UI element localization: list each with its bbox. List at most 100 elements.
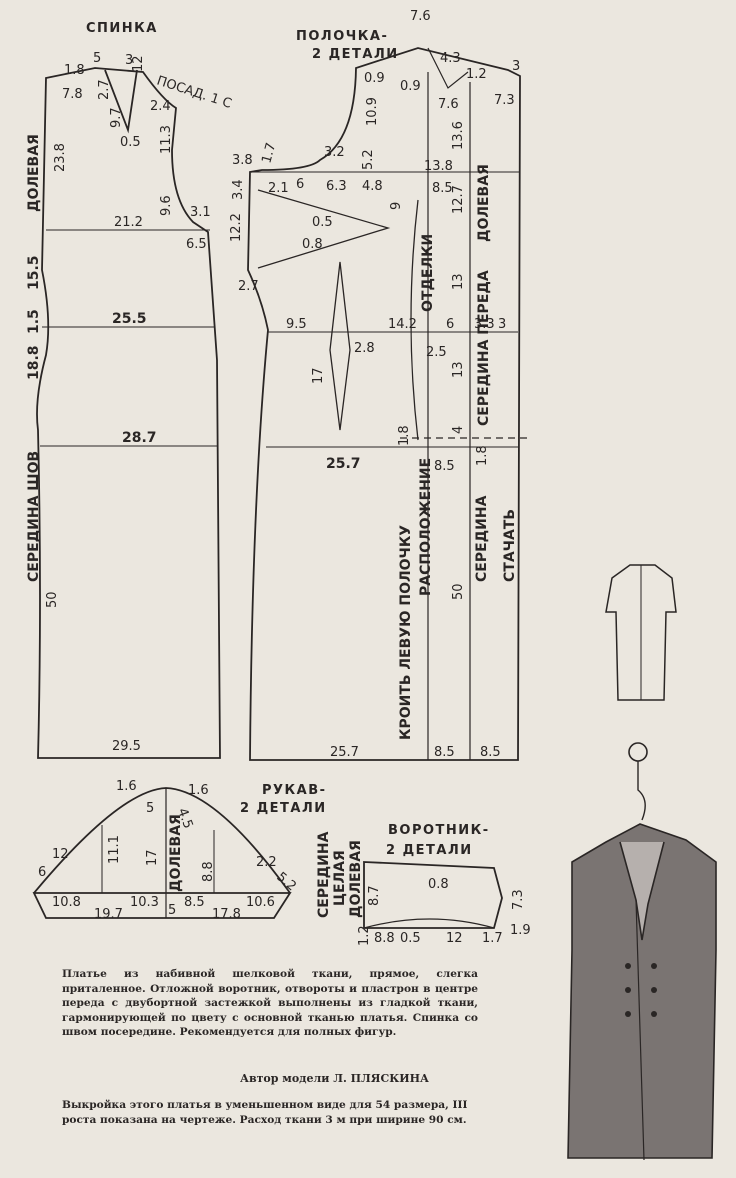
collar-v12: 12 bbox=[446, 931, 463, 946]
front-title-line1: ПОЛОЧКА- bbox=[296, 29, 388, 44]
front-v8_5d: 8.5 bbox=[480, 745, 501, 760]
front-waist-dart bbox=[329, 261, 351, 431]
sleeve-v5: 5 bbox=[146, 801, 154, 816]
note-text: Выкройка этого платья в уменьшенном виде… bbox=[62, 1099, 468, 1126]
collar-v1_9: 1.9 bbox=[510, 923, 531, 938]
front-v1_8b: 1.8 bbox=[475, 445, 490, 466]
collar-outline bbox=[363, 861, 503, 929]
front-v0_9a: 0.9 bbox=[364, 71, 385, 86]
back-v15_5: 15.5 bbox=[26, 255, 42, 290]
sleeve-v2_2: 2.2 bbox=[256, 855, 277, 870]
front-v14_2: 14.2 bbox=[388, 317, 417, 332]
front-v0_5: 0.5 bbox=[312, 215, 333, 230]
sleeve-v4_5: 4.5 bbox=[174, 806, 195, 831]
collar-v8_8: 8.8 bbox=[374, 931, 395, 946]
front-v7_3: 7.3 bbox=[494, 93, 515, 108]
front-v2_8: 2.8 bbox=[354, 341, 375, 356]
front-v8_5a: 8.5 bbox=[432, 181, 453, 196]
front-grain-label: ДОЛЕВАЯ bbox=[476, 164, 492, 242]
back-v12: 12 bbox=[131, 55, 146, 72]
back-center-seam-label: СЕРЕДИНА ШОВ bbox=[26, 451, 42, 582]
dress-sketch-back bbox=[605, 564, 677, 701]
front-v3b: 3 bbox=[498, 317, 506, 332]
front-v3_2: 3.2 bbox=[324, 145, 345, 160]
back-v23_8: 23.8 bbox=[53, 143, 68, 172]
back-v5: 5 bbox=[93, 51, 101, 66]
front-v1_7: 1.7 bbox=[259, 141, 279, 165]
back-title: СПИНКА bbox=[86, 21, 158, 36]
front-v25_7b: 25.7 bbox=[330, 745, 359, 760]
front-v25_7: 25.7 bbox=[326, 456, 361, 472]
sleeve-outline bbox=[32, 892, 292, 919]
collar-v8_7: 8.7 bbox=[367, 885, 382, 906]
sleeve-v12: 12 bbox=[52, 847, 69, 862]
collar-v7_3: 7.3 bbox=[511, 889, 526, 910]
front-cut-left-label: КРОИТЬ ЛЕВУЮ ПОЛОЧКУ bbox=[398, 525, 414, 740]
collar-v0_5: 0.5 bbox=[400, 931, 421, 946]
front-v13: 13 bbox=[451, 273, 466, 290]
front-v9_5: 9.5 bbox=[286, 317, 307, 332]
front-side-dart bbox=[410, 199, 419, 441]
front-v2_1: 2.1 bbox=[268, 181, 289, 196]
sleeve-v5b: 5 bbox=[168, 903, 176, 918]
hanger-hook bbox=[628, 742, 648, 762]
front-v12_2: 12.2 bbox=[229, 213, 244, 242]
front-v8_5b: 8.5 bbox=[434, 459, 455, 474]
front-center-stitch-label1: СЕРЕДИНА bbox=[474, 495, 490, 582]
back-v3: 3 bbox=[125, 53, 133, 68]
sleeve-v8_8: 8.8 bbox=[201, 861, 216, 882]
front-v0_8: 0.8 bbox=[302, 237, 323, 252]
back-v1_8: 1.8 bbox=[64, 63, 85, 78]
front-v8_5c: 8.5 bbox=[434, 745, 455, 760]
front-v3_8: 3.8 bbox=[232, 153, 253, 168]
front-v4: 4 bbox=[451, 426, 466, 434]
back-v2_4: 2.4 bbox=[150, 99, 171, 114]
collar-whole-label: ЦЕЛАЯ bbox=[332, 850, 348, 906]
back-v11_3: 11.3 bbox=[159, 125, 174, 154]
front-v13b: 13 bbox=[451, 361, 466, 378]
hanger-neck bbox=[637, 761, 646, 821]
back-v0_5: 0.5 bbox=[120, 135, 141, 150]
back-v18_8: 18.8 bbox=[26, 345, 42, 380]
front-v10_9: 10.9 bbox=[365, 97, 380, 126]
front-bust-dart bbox=[257, 189, 391, 269]
sleeve-title-line1: РУКАВ- bbox=[262, 783, 327, 798]
front-v17: 17 bbox=[311, 367, 326, 384]
back-v50: 50 bbox=[45, 591, 60, 608]
back-v25_5: 25.5 bbox=[112, 311, 147, 327]
dress-illustration bbox=[567, 823, 717, 1161]
front-v2_7: 2.7 bbox=[238, 279, 259, 294]
sleeve-v10_3: 10.3 bbox=[130, 895, 159, 910]
front-v13_6: 13.6 bbox=[451, 121, 466, 150]
sleeve-v1_6a: 1.6 bbox=[116, 779, 137, 794]
sleeve-v1_6b: 1.6 bbox=[188, 783, 209, 798]
collar-v1_2: 1.2 bbox=[357, 925, 372, 946]
collar-v1_7: 1.7 bbox=[482, 931, 503, 946]
front-v12_7: 12.7 bbox=[451, 185, 466, 214]
front-v4_3: 4.3 bbox=[440, 51, 461, 66]
front-v1_8: 1.8 bbox=[397, 425, 412, 446]
front-v13_8: 13.8 bbox=[424, 159, 453, 174]
front-trim-place-label: РАСПОЛОЖЕНИЕ bbox=[418, 458, 434, 596]
front-v4_8: 4.8 bbox=[362, 179, 383, 194]
back-v6_5: 6.5 bbox=[186, 237, 207, 252]
front-v6: 6 bbox=[296, 177, 304, 192]
caption-text: Платье из набивной шелковой ткани, прямо… bbox=[62, 968, 478, 1039]
front-center-stitch-label2: СТАЧАТЬ bbox=[502, 509, 518, 582]
back-grain-label: ДОЛЕВАЯ bbox=[26, 134, 42, 212]
collar-center-label: СЕРЕДИНА bbox=[316, 831, 332, 918]
back-v2_7: 2.7 bbox=[97, 79, 112, 100]
front-outline bbox=[247, 47, 521, 761]
front-v7_6: 7.6 bbox=[410, 9, 431, 24]
sleeve-grain-label: ДОЛЕВАЯ bbox=[168, 814, 184, 892]
front-v0_9b: 0.9 bbox=[400, 79, 421, 94]
front-v6_3: 6.3 bbox=[326, 179, 347, 194]
collar-inner-curve bbox=[363, 918, 495, 929]
front-v9: 9 bbox=[389, 202, 404, 210]
front-center-front-label: СЕРЕДИНА ПЕРЕДА bbox=[476, 270, 492, 426]
back-v3_1: 3.1 bbox=[190, 205, 211, 220]
collar-title-line2: 2 ДЕТАЛИ bbox=[386, 843, 473, 858]
sleeve-title-line2: 2 ДЕТАЛИ bbox=[240, 801, 327, 816]
